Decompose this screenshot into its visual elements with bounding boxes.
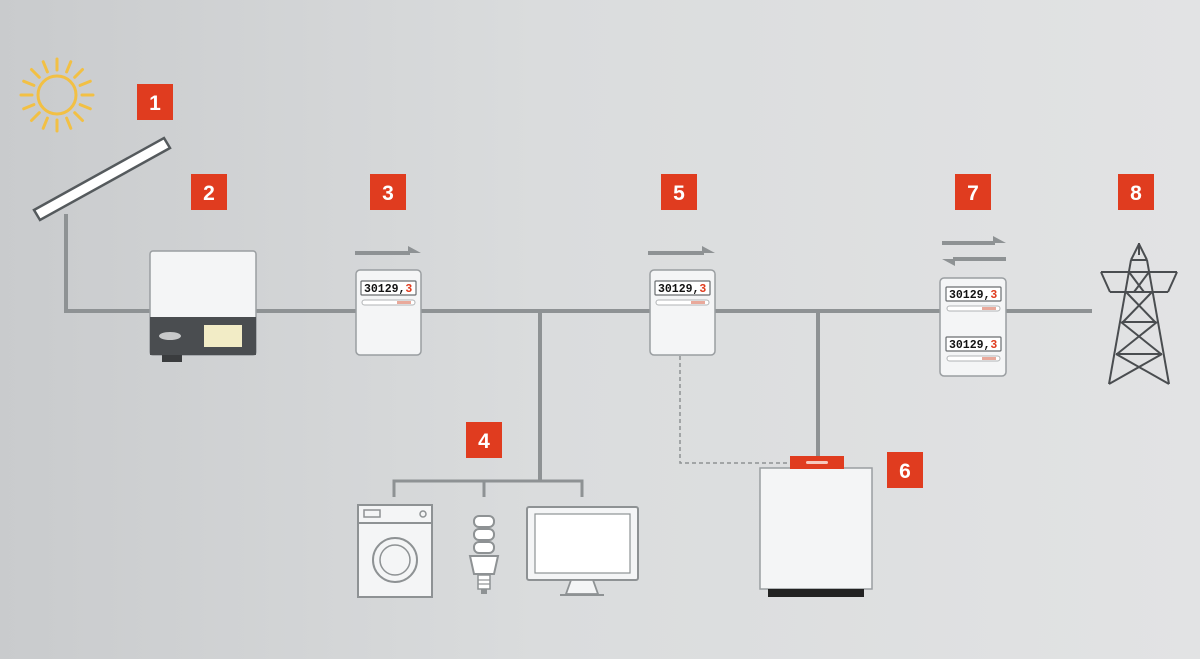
wiring [64,214,1092,497]
badge-label: 2 [203,182,215,205]
meter-reading: 30129,3 [364,283,412,296]
badge-label: 8 [1130,182,1142,205]
inverter-icon [149,250,257,362]
panel-to-inverter-wire [64,214,150,313]
meter-communication-dashed-line [679,356,792,464]
meter-icon: 30129,3 [355,269,422,356]
meter-icon: 30129,3 [649,269,716,356]
badge-3: 3 [370,174,406,210]
arrow-right-icon [355,246,421,255]
meter-reading: 30129,3 [949,339,997,352]
arrow-right-icon [648,246,715,255]
solar-panel-icon [32,136,172,222]
badge-label: 1 [149,92,161,115]
sun-icon [19,57,95,133]
meter-reading: 30129,3 [658,283,706,296]
badge-5: 5 [661,174,697,210]
badge-label: 7 [967,182,979,205]
badge-7: 7 [955,174,991,210]
power-pylon-icon [1100,243,1178,385]
badge-6: 6 [887,452,923,488]
badge-2: 2 [191,174,227,210]
badge-label: 4 [478,430,490,453]
badge-1: 1 [137,84,173,120]
meter-icon: 30129,3 30129,3 [939,277,1007,377]
badge-label: 5 [673,182,685,205]
washing-machine-icon [357,504,433,598]
arrows-bidirectional-icon [942,236,1006,266]
meter-reading: 30129,3 [949,289,997,302]
lightbulb-icon [468,515,500,594]
monitor-icon [526,506,639,596]
badge-label: 6 [899,460,911,483]
consumers-bus-wire [392,479,584,497]
badge-4: 4 [466,422,502,458]
battery-storage-icon [759,456,873,597]
badge-label: 3 [382,182,394,205]
badge-8: 8 [1118,174,1154,210]
